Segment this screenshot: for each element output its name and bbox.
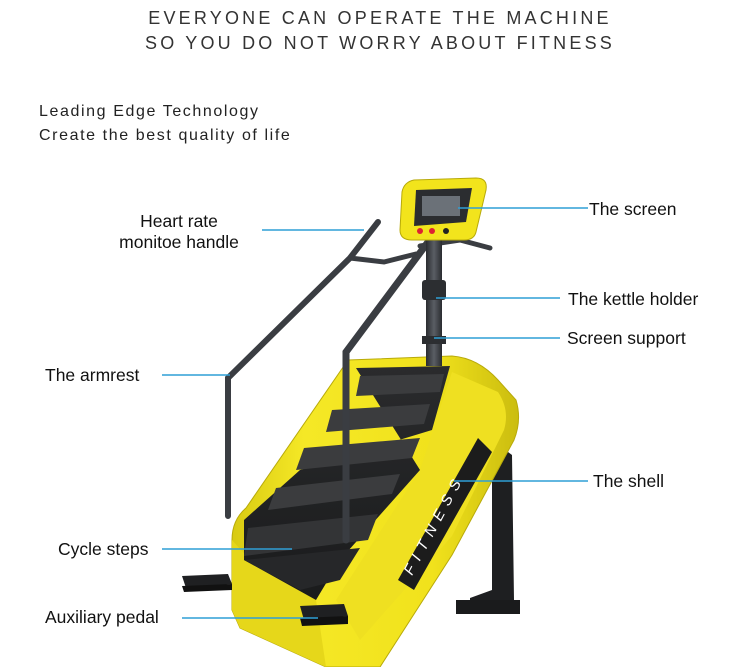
- label-armrest: The armrest: [45, 365, 140, 385]
- label-screen-support: Screen support: [567, 328, 686, 348]
- screen-support-column: [422, 240, 446, 366]
- label-heart-rate-line-2: monitoe handle: [119, 232, 239, 252]
- intro-line-1: Leading Edge Technology: [39, 103, 260, 120]
- front-handrail: [342, 222, 444, 544]
- rear-frame: [456, 440, 520, 614]
- label-screen: The screen: [589, 199, 677, 219]
- label-auxiliary-pedal: Auxiliary pedal: [45, 607, 159, 627]
- intro-line-2: Create the best quality of life: [39, 127, 292, 144]
- label-cycle-steps: Cycle steps: [58, 539, 149, 559]
- label-shell: The shell: [593, 471, 665, 491]
- headline-line-1: EVERYONE CAN OPERATE THE MACHINE: [148, 8, 612, 28]
- headline-line-2: SO YOU DO NOT WORRY ABOUT FITNESS: [144, 33, 615, 53]
- leader-lines: [162, 207, 588, 619]
- label-kettle-holder: The kettle holder: [568, 289, 699, 309]
- label-heart-rate-line-1: Heart rate: [140, 211, 218, 231]
- label-heart-rate-handle: Heart rate monitoe handle: [104, 211, 254, 253]
- console-screen: [399, 177, 487, 241]
